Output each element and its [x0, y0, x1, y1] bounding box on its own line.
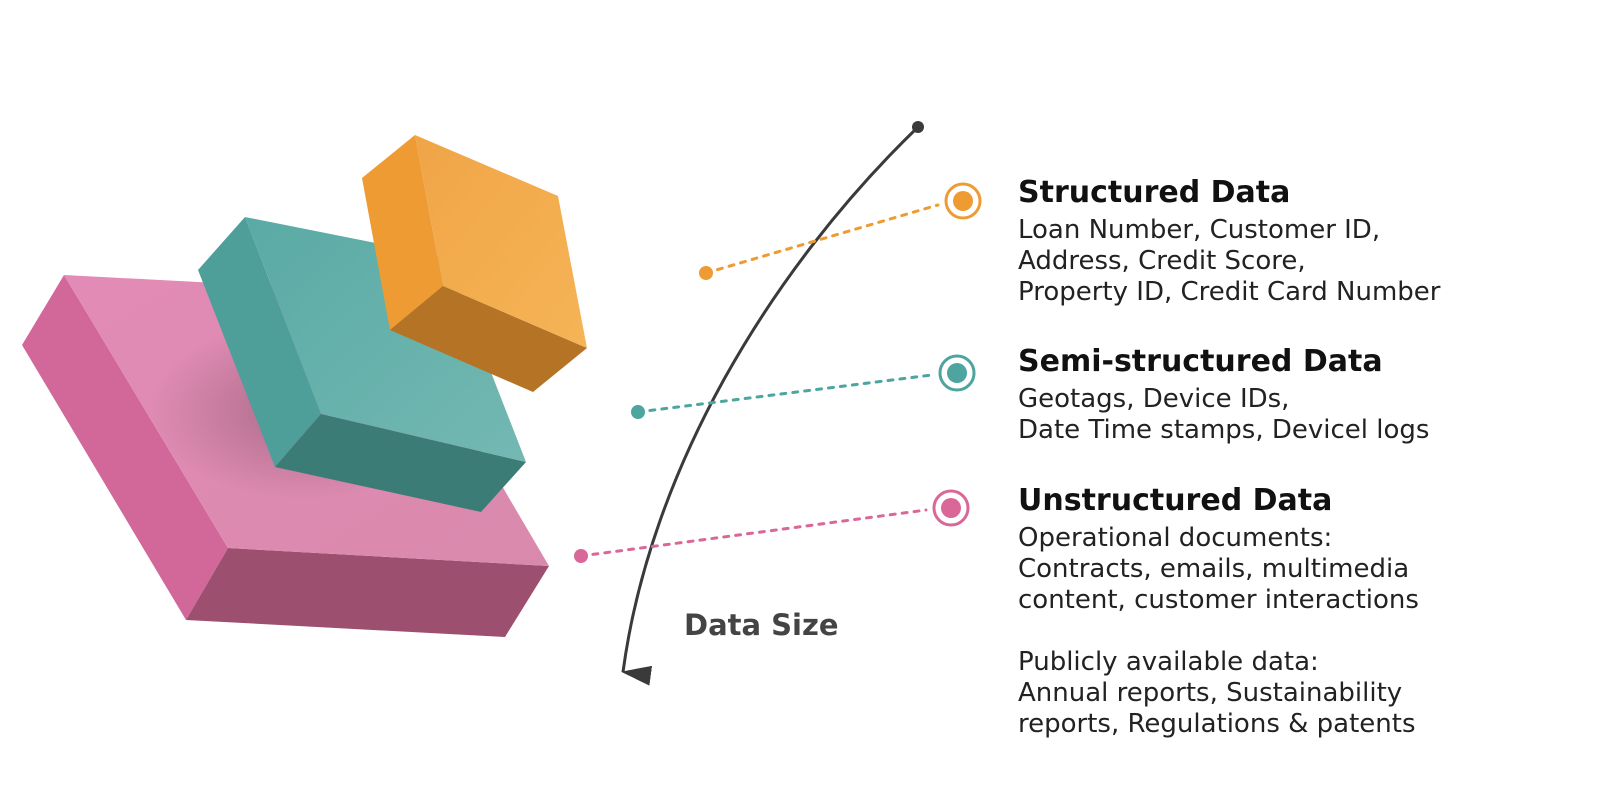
semi-block-left-face [198, 217, 321, 467]
structured-block-left-face [362, 135, 443, 330]
data-size-label: Data Size [684, 608, 839, 642]
semi-structured-data-item: Semi-structured Data Geotags, Device IDs… [1018, 344, 1578, 446]
structured-data-block [362, 135, 587, 392]
semi-block-top-face [245, 217, 526, 462]
data-size-arrow [621, 121, 924, 686]
semi-connector-dot [631, 405, 645, 419]
structured-block-front-face [390, 286, 587, 392]
structured-connector-line [704, 203, 940, 275]
semi-structured-connector [631, 354, 976, 419]
unstructured-block-left-face [22, 275, 228, 620]
unstructured-data-line: reports, Regulations & patents [1018, 709, 1416, 739]
unstructured-block-front-face [186, 548, 549, 637]
semi-structured-data-title: Semi-structured Data [1018, 344, 1383, 379]
unstructured-data-line: content, customer interactions [1018, 585, 1419, 615]
unstructured-connector-dot [574, 549, 588, 563]
semi-structured-data-line: Geotags, Device IDs, [1018, 384, 1290, 414]
semi-target-dot [947, 363, 967, 383]
unstructured-target-dot [941, 498, 961, 518]
structured-data-line: Property ID, Credit Card Number [1018, 277, 1441, 307]
semi-connector-line [636, 373, 934, 414]
unstructured-data-line: Operational documents: [1018, 523, 1333, 553]
structured-data-item: Structured Data Loan Number, Customer ID… [1018, 175, 1578, 308]
structured-data-line: Loan Number, Customer ID, [1018, 215, 1381, 245]
unstructured-data-line: Contracts, emails, multimedia [1018, 554, 1410, 584]
structured-target-dot [953, 191, 973, 211]
structured-block-top-face [415, 135, 587, 348]
unstructured-data-line: Annual reports, Sustainability [1018, 678, 1403, 708]
unstructured-data-line: Publicly available data: [1018, 647, 1319, 677]
structured-connector-dot [699, 266, 713, 280]
unstructured-connector [574, 489, 970, 563]
semi-structured-data-line: Date Time stamps, Devicel logs [1018, 415, 1430, 445]
semi-block-front-face [275, 414, 526, 512]
arrow-curve [621, 125, 920, 686]
structured-data-line: Address, Credit Score, [1018, 246, 1306, 276]
semi-structured-data-block [198, 217, 526, 512]
structured-data-title: Structured Data [1018, 175, 1291, 210]
unstructured-data-item: Unstructured Data Operational documents:… [1018, 483, 1578, 740]
unstructured-connector-line [579, 508, 928, 558]
unstructured-data-spacer [1018, 616, 1578, 647]
unstructured-data-title: Unstructured Data [1018, 483, 1333, 518]
structured-connector [699, 182, 982, 280]
